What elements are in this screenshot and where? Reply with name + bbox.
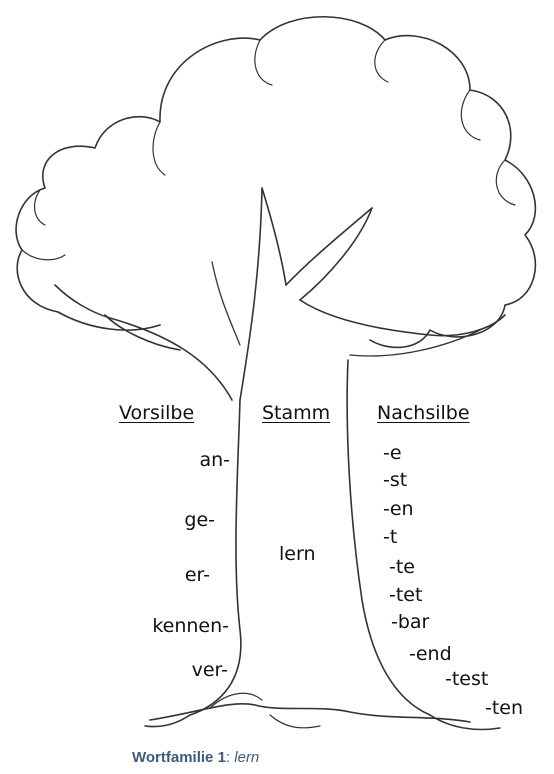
crown-outline [15, 16, 537, 349]
figure-caption: Wortfamilie 1: lern [132, 749, 259, 766]
caption-title: Wortfamilie 1 [132, 749, 226, 766]
suffix-item: -te [389, 556, 415, 578]
caption-word: lern [234, 749, 260, 766]
stem-word: lern [279, 543, 316, 565]
trunk-left-stem [239, 187, 263, 401]
suffix-item: -st [383, 469, 408, 491]
caption-separator: : [225, 749, 235, 766]
prefix-header: Vorsilbe [119, 402, 195, 424]
suffix-item: -end [409, 643, 452, 665]
trunk-left [189, 399, 242, 716]
suffix-item: -en [383, 498, 414, 520]
suffix-item: -t [383, 526, 398, 548]
roots [149, 703, 471, 723]
suffix-item: -ten [485, 697, 524, 719]
suffix-header: Nachsilbe [377, 402, 470, 424]
prefix-item: ver- [191, 659, 228, 681]
suffix-item: -bar [391, 611, 430, 633]
prefix-item: an- [199, 449, 230, 471]
prefix-item: kennen- [152, 615, 229, 637]
suffix-item: -test [445, 668, 489, 690]
suffix-item: -tet [389, 584, 423, 606]
trunk-right [346, 359, 431, 716]
suffix-item: -e [383, 442, 402, 464]
trunk-right-branch [285, 207, 373, 286]
left-branch [54, 284, 233, 401]
stem-header: Stamm [262, 402, 331, 424]
prefix-item: ge- [184, 509, 215, 531]
prefix-item: er- [184, 564, 210, 586]
